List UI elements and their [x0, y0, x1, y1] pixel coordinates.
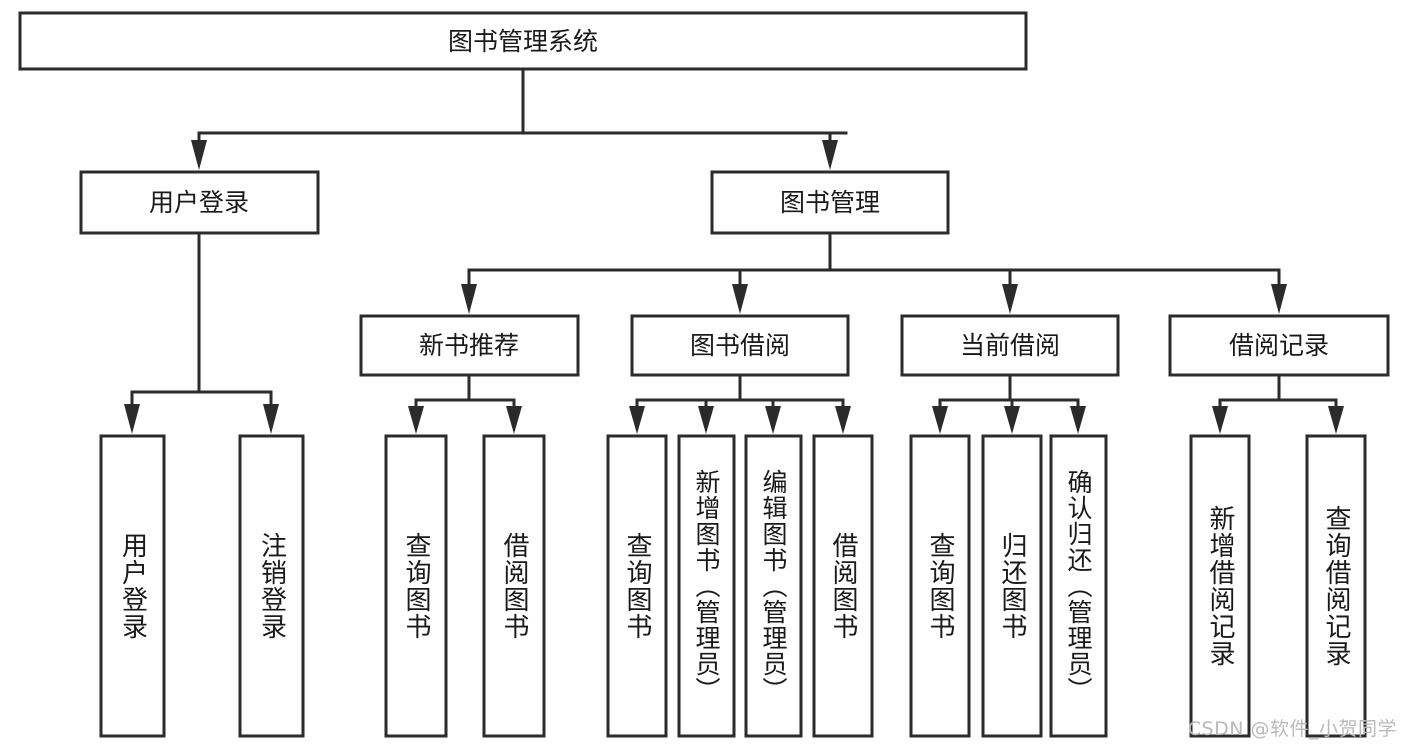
leaf-box-query-book-3[interactable]	[909, 434, 971, 738]
arrowhead-leaf-query-book-3	[932, 406, 948, 434]
edge-group-current-borrow	[932, 373, 1086, 434]
leaf-box-borrow-book-2[interactable]	[812, 434, 874, 738]
edge-group-book-mgmt	[461, 231, 1287, 314]
node-root-label: 图书管理系统	[448, 27, 598, 56]
leaf-box-user-login[interactable]	[99, 434, 166, 738]
arrowhead-leaf-borrow-book-1	[506, 406, 522, 434]
leaf-box-add-record[interactable]	[1189, 434, 1251, 738]
node-current-borrow[interactable]: 当前借阅	[900, 314, 1120, 377]
node-current-borrow-label: 当前借阅	[960, 331, 1060, 360]
leaf-box-query-book-1[interactable]	[384, 434, 448, 738]
node-book-management-label: 图书管理	[780, 188, 880, 217]
arrowhead-leaf-user-login	[124, 404, 140, 434]
arrowhead-current-borrow	[1002, 284, 1018, 314]
node-book-borrow-box[interactable]	[630, 314, 850, 377]
node-borrow-record[interactable]: 借阅记录	[1168, 314, 1390, 377]
arrowhead-leaf-edit-book	[765, 406, 781, 434]
edge-group-root	[191, 67, 848, 170]
node-user-login-label: 用户登录	[149, 188, 249, 217]
edge-group-borrow-record	[1212, 373, 1344, 434]
leaf-box-logout[interactable]	[238, 434, 305, 738]
edge-group-user-login	[124, 231, 279, 434]
arrowhead-newbook	[461, 284, 477, 314]
leaf-box-confirm-return[interactable]	[1049, 434, 1108, 738]
arrowhead-user-login	[191, 140, 207, 170]
leaf-box-edit-book[interactable]	[744, 434, 803, 738]
arrowhead-leaf-query-record	[1328, 406, 1344, 434]
node-borrow-record-box[interactable]	[1168, 314, 1390, 377]
leaf-box-query-book-2[interactable]	[606, 434, 668, 738]
arrowhead-leaf-add-record	[1212, 406, 1228, 434]
arrowhead-leaf-borrow-book-2	[835, 406, 851, 434]
node-book-borrow[interactable]: 图书借阅	[630, 314, 850, 377]
edge-group-newbook	[408, 373, 522, 434]
node-book-management[interactable]: 图书管理	[710, 170, 950, 235]
leaf-box-return-book[interactable]	[981, 434, 1043, 738]
node-new-book-recommend-label: 新书推荐	[419, 331, 519, 360]
node-root[interactable]: 图书管理系统	[18, 11, 1028, 71]
node-book-borrow-label: 图书借阅	[690, 331, 790, 360]
arrowhead-borrow	[732, 284, 748, 314]
node-user-login-box[interactable]	[79, 170, 320, 235]
leaf-box-borrow-book-1[interactable]	[482, 434, 546, 738]
csdn-watermark: CSDN @软件_小贺同学	[1187, 718, 1397, 740]
node-current-borrow-box[interactable]	[900, 314, 1120, 377]
node-new-book-recommend[interactable]: 新书推荐	[359, 314, 580, 377]
arrowhead-book-mgmt	[822, 140, 838, 170]
node-borrow-record-label: 借阅记录	[1229, 331, 1329, 360]
edge-group-borrow	[629, 373, 851, 434]
arrowhead-leaf-query-book-2	[629, 406, 645, 434]
node-book-management-box[interactable]	[710, 170, 950, 235]
arrowhead-borrow-record	[1271, 284, 1287, 314]
arrowhead-leaf-logout	[263, 404, 279, 434]
leaf-box-add-book[interactable]	[677, 434, 736, 738]
node-user-login[interactable]: 用户登录	[79, 170, 320, 235]
node-root-box[interactable]	[18, 11, 1028, 71]
arrowhead-leaf-confirm-return	[1070, 406, 1086, 434]
arrowhead-leaf-query-book-1	[408, 406, 424, 434]
arrowhead-leaf-return-book	[1004, 406, 1020, 434]
leaf-box-query-record[interactable]	[1305, 434, 1367, 738]
node-new-book-recommend-box[interactable]	[359, 314, 580, 377]
arrowhead-leaf-add-book	[698, 406, 714, 434]
leaf-boxes	[99, 434, 1367, 738]
